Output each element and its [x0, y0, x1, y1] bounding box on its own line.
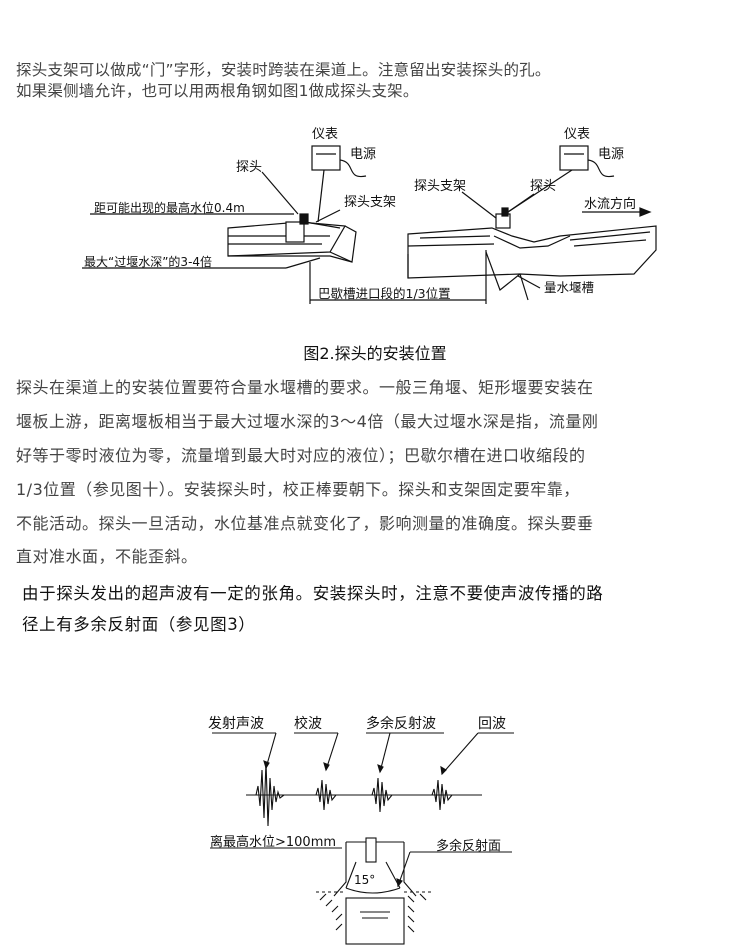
label-power-left: 电源 [350, 147, 376, 162]
label-bracket-right: 探头支架 [414, 179, 466, 194]
probe-left [285, 221, 305, 243]
label-distance: 距可能出现的最高水位0.4m [94, 200, 245, 215]
intro-line-1: 探头支架可以做成“门”字形，安装时跨装在渠道上。注意留出安装探头的孔。 [16, 61, 551, 79]
label-bracket-left: 探头支架 [344, 195, 396, 210]
label-flume: 量水堰槽 [544, 280, 594, 295]
echo-wave [431, 779, 453, 811]
label-probe-right: 探头 [530, 179, 556, 194]
body-line-6: 直对准水面，不能歪斜。 [16, 547, 198, 566]
intro-line-2: 如果渠侧墙允许，也可以用两根角钢如图1做成探头支架。 [16, 82, 419, 100]
note-line-2: 径上有多余反射面（参见图3） [22, 615, 256, 634]
label-flow-direction: 水流方向 [584, 196, 636, 212]
body-line-4: 1/3位置（参见图十）。安装探头时，校正棒要朝下。探头和支架固定要牢靠， [16, 480, 580, 499]
extra-reflect-wave [371, 777, 393, 813]
label-echo: 回波 [478, 716, 506, 732]
label-calib: 校波 [294, 715, 322, 732]
body-line-3: 好等于零时液位为零，流量增到最大时对应的液位）；巴歇尔槽在进口收缩段的 [16, 446, 586, 465]
label-meter-right: 仪表 [564, 127, 590, 142]
label-surface: 多余反射面 [436, 838, 501, 854]
label-emit: 发射声波 [208, 716, 264, 732]
meter-box-right [559, 145, 589, 171]
calib-wave [315, 779, 337, 811]
body-line-2: 堰板上游，距离堰板相当于最大过堰水深的3～4倍（最大过堰水深是指，流量刚 [16, 412, 599, 431]
probe-fig3 [365, 837, 377, 863]
label-extra-reflect: 多余反射波 [366, 715, 436, 732]
emit-wave [255, 761, 285, 827]
body-line-5: 不能活动。探头一旦活动，水位基准点就变化了，影响测量的准确度。探头要垂 [16, 514, 594, 533]
label-depth: 最大“过堰水深”的3-4倍 [84, 254, 212, 269]
water-well [345, 897, 405, 945]
label-meter-left: 仪表 [312, 127, 338, 142]
figure-2-caption: 图2.探头的安装位置 [303, 344, 447, 363]
label-probe-left: 探头 [236, 160, 262, 175]
note-line-1: 由于探头发出的超声波有一定的张角。安装探头时，注意不要使声波传播的路 [22, 584, 604, 603]
label-power-right: 电源 [598, 147, 624, 162]
meter-box-left [311, 145, 341, 171]
body-line-1: 探头在渠道上的安装位置要符合量水堰槽的要求。一般三角堰、矩形堰要安装在 [16, 378, 594, 397]
label-height: 离最高水位>100mm [210, 834, 336, 850]
label-angle: 15° [354, 873, 375, 887]
label-position: 巴歇槽进口段的1/3位置 [318, 286, 451, 301]
